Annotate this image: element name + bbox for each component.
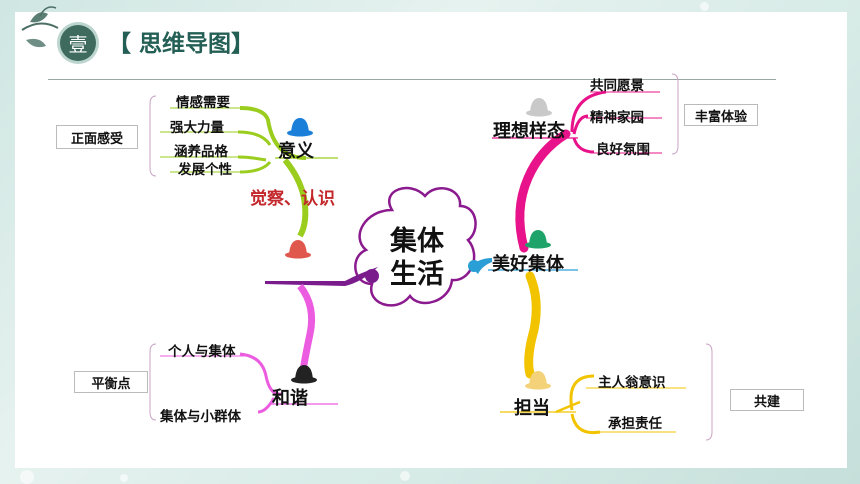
branch-harmony: 和谐 bbox=[272, 388, 308, 409]
header-divider bbox=[48, 79, 776, 80]
branch-meaning: 意义 bbox=[278, 141, 314, 162]
center-line-2: 生活 bbox=[390, 259, 444, 290]
page-title: 【 思维导图】 bbox=[108, 31, 255, 57]
tag-awareness: 觉察、认识 bbox=[250, 189, 335, 209]
leaf-item: 良好氛围 bbox=[596, 142, 650, 158]
leaf-item: 情感需要 bbox=[176, 95, 230, 111]
leaf-item: 强大力量 bbox=[170, 120, 224, 136]
branch-ideal-state: 理想样态 bbox=[493, 121, 565, 142]
leaf-item: 共同愿景 bbox=[590, 78, 644, 94]
hat-gray-icon bbox=[526, 98, 552, 117]
group-box-balance: 平衡点 bbox=[74, 371, 148, 393]
leaf-item: 涵养品格 bbox=[174, 144, 228, 160]
leaf-item: 精神家园 bbox=[590, 110, 644, 126]
group-box-rich-experience: 丰富体验 bbox=[684, 104, 758, 126]
center-line-1: 集体 bbox=[390, 226, 444, 257]
leaf-item: 个人与集体 bbox=[168, 344, 236, 360]
hat-green-icon bbox=[525, 230, 551, 249]
hat-black-icon bbox=[291, 365, 317, 384]
center-topic: 集体 生活 bbox=[384, 225, 450, 291]
leaf-item: 承担责任 bbox=[608, 416, 662, 432]
leaf-item: 主人翁意识 bbox=[598, 375, 666, 391]
leaf-item: 集体与小群体 bbox=[160, 409, 241, 425]
bokeh-dot bbox=[400, 471, 410, 481]
hat-blue-icon bbox=[287, 118, 313, 137]
center-cloud bbox=[354, 186, 477, 307]
section-seal: 壹 bbox=[60, 25, 96, 61]
branch-good-collective: 美好集体 bbox=[492, 254, 564, 275]
bokeh-dot bbox=[120, 474, 128, 482]
bokeh-dot bbox=[700, 2, 709, 11]
left-stem bbox=[265, 267, 378, 286]
branch-responsibility: 担当 bbox=[514, 398, 550, 419]
leaf-item: 发展个性 bbox=[178, 162, 232, 178]
hat-yellow-icon bbox=[525, 371, 551, 390]
group-box-co-build: 共建 bbox=[730, 389, 804, 411]
hat-red-icon bbox=[285, 240, 311, 259]
bokeh-dot bbox=[20, 470, 34, 484]
group-box-positive-feelings: 正面感受 bbox=[56, 125, 138, 149]
